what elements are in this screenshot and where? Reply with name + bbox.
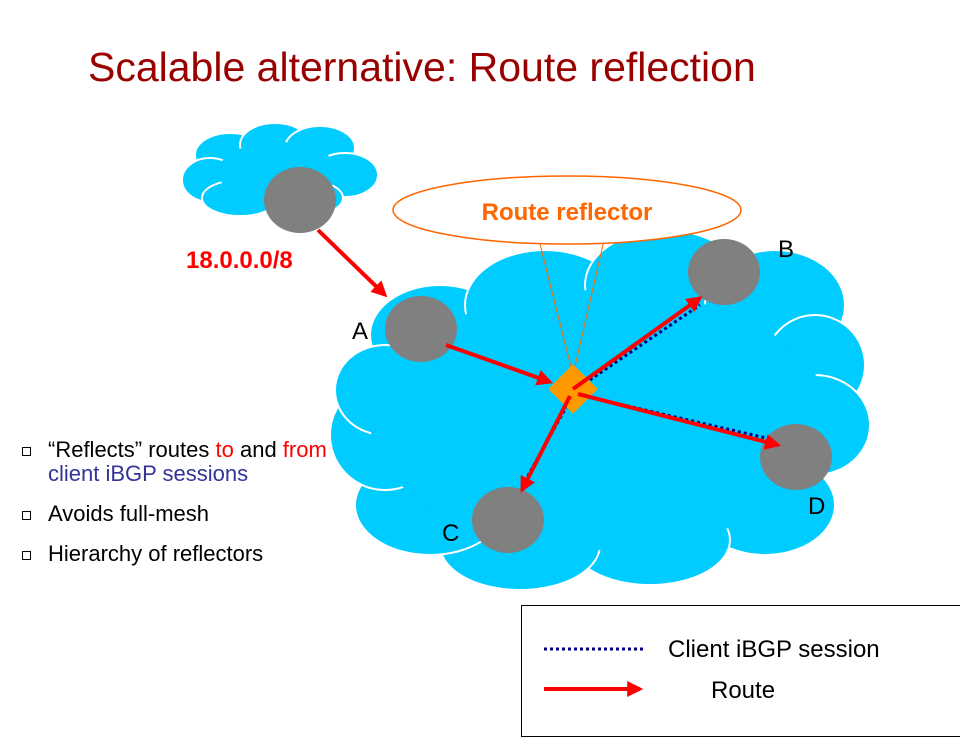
internal-as-cloud: [329, 229, 871, 591]
ibgp-session-reflector-b: [574, 303, 701, 392]
route-a-reflector: [445, 343, 554, 386]
route-reflector-d: [577, 392, 782, 450]
route-reflector-b: [571, 296, 703, 391]
bullet-full-mesh: Avoids full-mesh: [20, 502, 350, 526]
bullet-text: Hierarchy of reflectors: [48, 541, 264, 566]
legend-route-label: Route: [711, 677, 776, 704]
bullet-text: “Reflects” routes to and from client iBG…: [48, 437, 327, 486]
router-a: [385, 296, 457, 362]
prefix-label: 18.0.0.0/8: [186, 247, 293, 274]
network-diagram: Route reflector 18.0.0.0/8 A B C D: [181, 122, 871, 591]
bullet-reflects: “Reflects” routes to and from client iBG…: [20, 438, 350, 486]
page-title: Scalable alternative: Route reflection: [88, 44, 756, 90]
routes: [316, 228, 782, 493]
bullet-text: Avoids full-mesh: [48, 501, 209, 526]
router-d: [760, 424, 832, 490]
callout-label: Route reflector: [482, 199, 653, 226]
router-a-label: A: [352, 318, 368, 345]
bullet-square-icon: [22, 551, 31, 560]
bullet-hierarchy: Hierarchy of reflectors: [20, 542, 350, 566]
legend: Client iBGP session Route: [521, 605, 960, 737]
route-external-a: [316, 228, 388, 298]
router-d-label: D: [808, 493, 825, 520]
route-reflector-callout: Route reflector: [392, 175, 742, 376]
route-reflector-c: [520, 395, 572, 493]
legend-ibgp-label: Client iBGP session: [668, 636, 880, 663]
router-external: [264, 167, 336, 233]
bullet-square-icon: [22, 511, 31, 520]
router-c-label: C: [442, 520, 459, 547]
router-b-label: B: [778, 236, 794, 263]
bullet-list: “Reflects” routes to and from client iBG…: [20, 438, 350, 582]
router-c: [472, 487, 544, 553]
router-b: [688, 239, 760, 305]
legend-symbols: [544, 647, 644, 697]
bullet-square-icon: [22, 447, 31, 456]
